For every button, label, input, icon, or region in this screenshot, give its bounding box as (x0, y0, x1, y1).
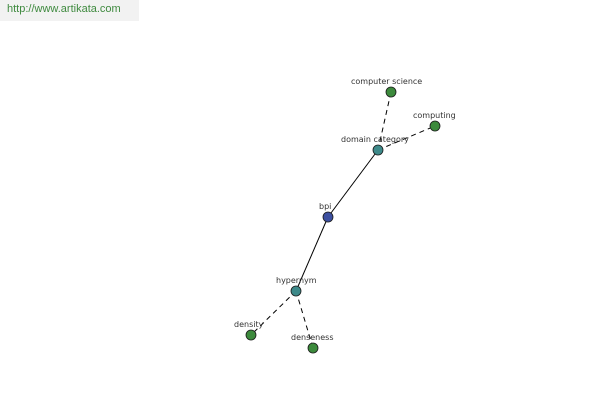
edge-domain-category-to-computing (377, 125, 436, 151)
node-label-computing: computing (413, 111, 456, 120)
node-density[interactable]: density (234, 320, 264, 341)
edge-bpi-to-hypernym (295, 216, 329, 292)
node-label-domain-category: domain category (341, 135, 409, 144)
node-bpi[interactable]: bpi (319, 202, 334, 223)
edge-hypernym-to-density (250, 290, 297, 336)
node-circle-computing[interactable] (429, 120, 441, 132)
node-domain-category[interactable]: domain category (341, 135, 409, 156)
nodes-layer: bpi domain category hypernym computer scien… (234, 77, 456, 354)
node-circle-bpi[interactable] (322, 211, 334, 223)
edge-domain-category-to-computer-science (377, 91, 392, 151)
node-computing[interactable]: computing (413, 111, 456, 132)
node-label-denseness: denseness (291, 333, 334, 342)
site-url-link[interactable]: http://www.artikata.com (0, 0, 139, 21)
node-circle-denseness[interactable] (307, 342, 319, 354)
node-computer-science[interactable]: computer science (351, 77, 422, 98)
node-hypernym[interactable]: hypernym (276, 276, 317, 297)
node-circle-hypernym[interactable] (290, 285, 302, 297)
node-circle-domain-category[interactable] (372, 144, 384, 156)
edge-bpi-to-domain-category (327, 149, 379, 218)
node-label-density: density (234, 320, 264, 329)
node-denseness[interactable]: denseness (291, 333, 334, 354)
node-label-hypernym: hypernym (276, 276, 317, 285)
node-label-computer-science: computer science (351, 77, 422, 86)
node-circle-computer-science[interactable] (385, 86, 397, 98)
edge-hypernym-to-denseness (295, 290, 314, 349)
node-circle-density[interactable] (245, 329, 257, 341)
edges-layer (250, 91, 436, 349)
node-label-bpi: bpi (319, 202, 331, 211)
